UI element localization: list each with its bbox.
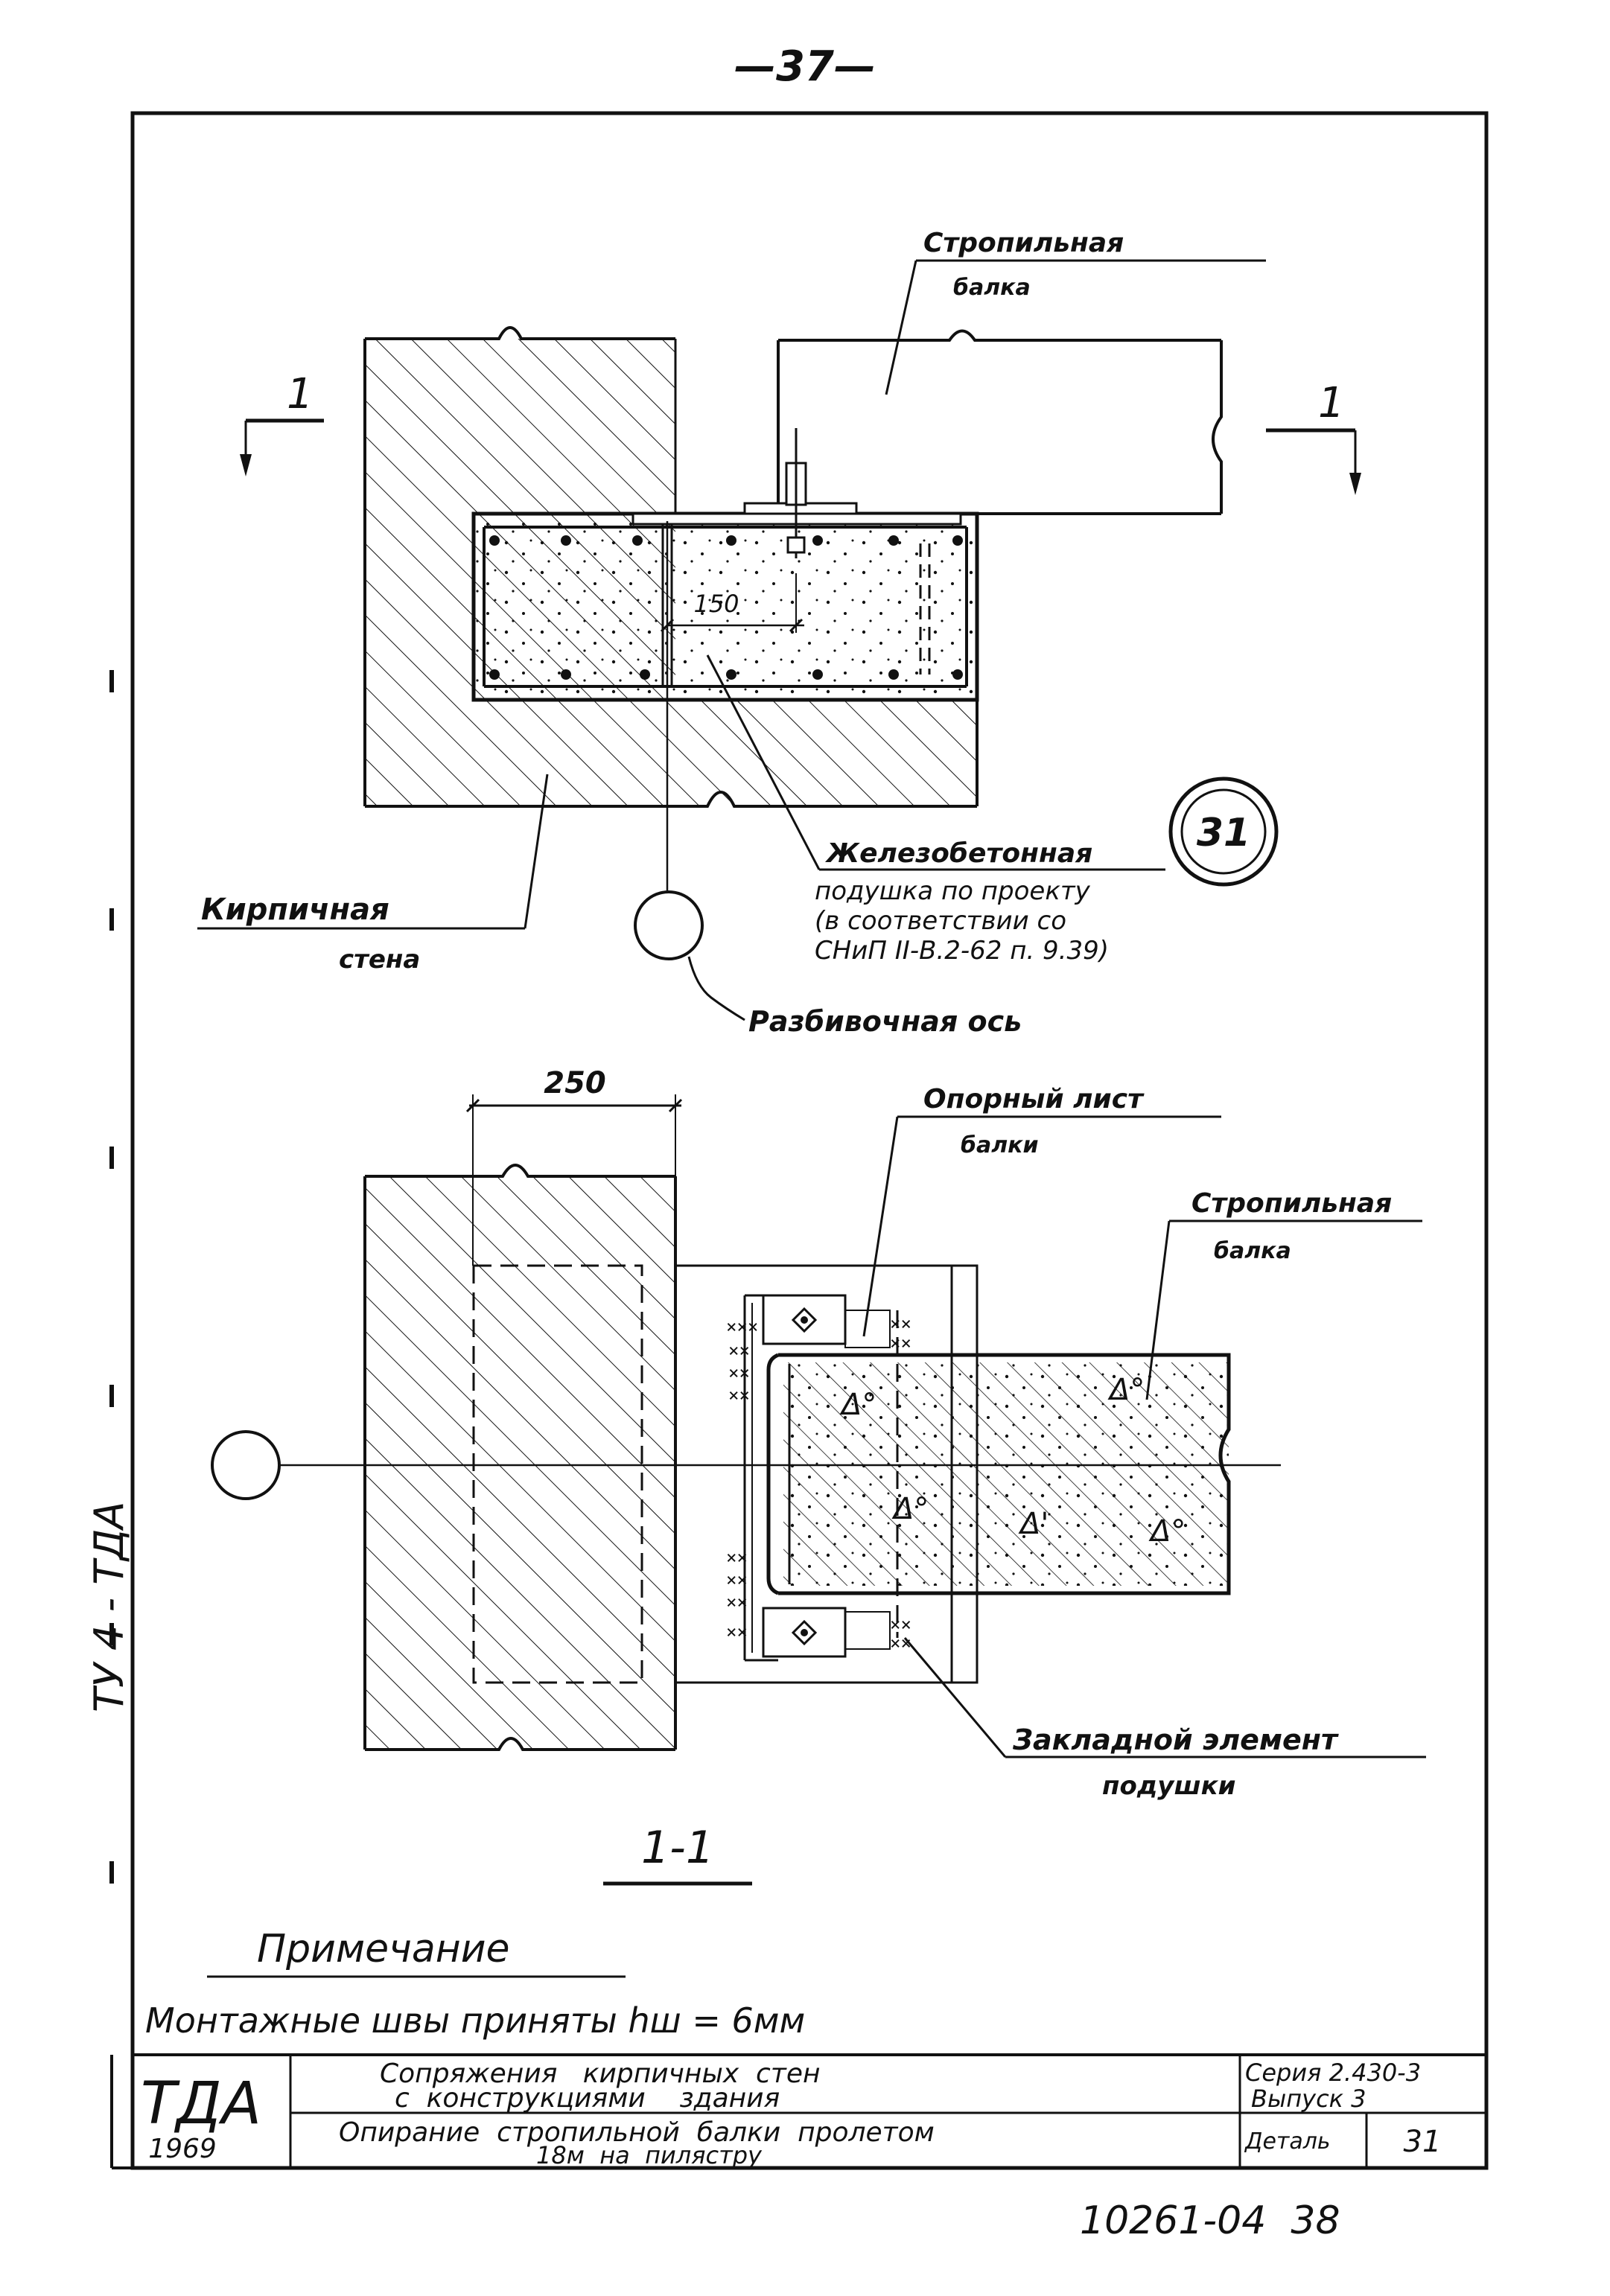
rafter-beam-section-label: Стропильная балка [1145, 1188, 1422, 1400]
detail-title-line2: 18м на пилястру [536, 2141, 763, 2169]
alignment-axis-section [211, 1430, 1281, 1500]
rafter-beam-plan-label: Стропильная балка [885, 228, 1266, 395]
series-line2: Выпуск 3 [1251, 2085, 1366, 2113]
plan-view: 150 1 1 Стропильная балка [197, 228, 1361, 1038]
section-view: 250 ××× × [211, 1066, 1426, 1886]
rc-pad-line3: (в соответствии со [815, 906, 1066, 936]
rc-pad-label: Железобетонная подушка по проекту (в соо… [706, 654, 1165, 966]
svg-text:××: ×× [890, 1333, 911, 1353]
svg-text:Δ°: Δ° [891, 1492, 929, 1526]
detail-title-line1: Опирание стропильной балки пролетом [339, 2117, 935, 2148]
section-mark-right-label: 1 [1318, 379, 1345, 427]
callout-circle: 31 [1168, 777, 1279, 887]
page-number: —37— [734, 42, 876, 91]
brick-wall-line1: Кирпичная [201, 893, 389, 927]
svg-text:××: ×× [890, 1313, 911, 1334]
stamp-title-line1: Сопряжения кирпичных стен [380, 2059, 821, 2089]
margin-vertical-text: ТУ 4 - ТДА [86, 1502, 133, 1712]
rafter-beam-section-line2: балка [1214, 1238, 1291, 1264]
rafter-beam-section-line1: Стропильная [1191, 1188, 1392, 1219]
tda-logo: ТДА 1969 [141, 2070, 261, 2164]
svg-text:××: ×× [726, 1592, 748, 1613]
svg-text:Δ°: Δ° [839, 1388, 876, 1422]
rafter-beam-label-2: балка [953, 275, 1031, 301]
axis-label: Разбивочная ось [748, 1005, 1022, 1038]
sheet-frame [109, 111, 1489, 2170]
rafter-beam-section: Δ° Δ° Δ° Δ' Δ° [766, 1310, 1231, 1638]
svg-text:××: ×× [726, 1547, 748, 1568]
stamp-year: 1969 [148, 2134, 217, 2164]
svg-text:Δ': Δ' [1018, 1507, 1049, 1541]
embedded-element-label: Закладной элемент подушки [903, 1637, 1426, 1801]
embedded-line1: Закладной элемент [1012, 1723, 1339, 1756]
svg-text:Δ°: Δ° [1107, 1373, 1145, 1407]
svg-text:××: ×× [728, 1362, 750, 1383]
tda-logo-text: ТДА [141, 2070, 261, 2137]
title-block: ТДА 1969 Сопряжения кирпичных стен с кон… [133, 2053, 1486, 2169]
svg-text:Δ°: Δ° [1148, 1514, 1186, 1549]
bottom-code: 10261-04 38 [1080, 2198, 1340, 2243]
support-sheet-line1: Опорный лист [923, 1084, 1145, 1114]
detail-number: 31 [1404, 2125, 1442, 2159]
embedded-line2: подушки [1102, 1771, 1235, 1801]
brick-wall-line2: стена [339, 945, 420, 975]
brick-wall-label: Кирпичная стена [197, 774, 549, 975]
dimension-250-label: 250 [544, 1066, 606, 1100]
rafter-beam-plan [777, 329, 1223, 515]
note-text: Монтажные швы приняты hш = 6мм [145, 2000, 805, 2041]
svg-text:××: ×× [726, 1569, 748, 1590]
series-line1: Серия 2.430-3 [1245, 2059, 1421, 2087]
detail-label: Деталь [1244, 2128, 1331, 2155]
rc-pad-line2: подушка по проекту [815, 876, 1091, 906]
alignment-axis-plan [634, 521, 745, 1021]
support-sheet-line2: балки [961, 1132, 1039, 1158]
callout-number: 31 [1197, 811, 1250, 855]
stamp-title-line2: с конструкциями здания [395, 2083, 780, 2114]
section-mark-right: 1 [1266, 379, 1361, 495]
section-mark-left: 1 [240, 370, 324, 476]
section-mark-left-label: 1 [287, 370, 314, 418]
support-sheet-label: Опорный лист балки [862, 1084, 1221, 1337]
dimension-150: 150 [660, 573, 804, 633]
svg-text:××: ×× [728, 1385, 750, 1406]
svg-text:×××: ××× [726, 1316, 758, 1337]
svg-text:××: ×× [728, 1340, 750, 1361]
dimension-150-label: 150 [693, 590, 739, 618]
note-heading: Примечание [257, 1927, 510, 1971]
note: Примечание Монтажные швы приняты hш = 6м… [145, 1927, 805, 2041]
section-title: 1-1 [603, 1822, 752, 1886]
pilaster-wall [363, 1164, 677, 1751]
rafter-beam-label-1: Стропильная [923, 228, 1124, 258]
rc-pad-line4: СНиП II-В.2-62 п. 9.39) [815, 936, 1109, 966]
rc-pad-plan [471, 428, 979, 702]
rc-pad-line1: Железобетонная [824, 838, 1092, 869]
svg-text:××: ×× [726, 1621, 748, 1642]
svg-text:××: ×× [890, 1614, 911, 1635]
section-title-text: 1-1 [641, 1822, 714, 1874]
